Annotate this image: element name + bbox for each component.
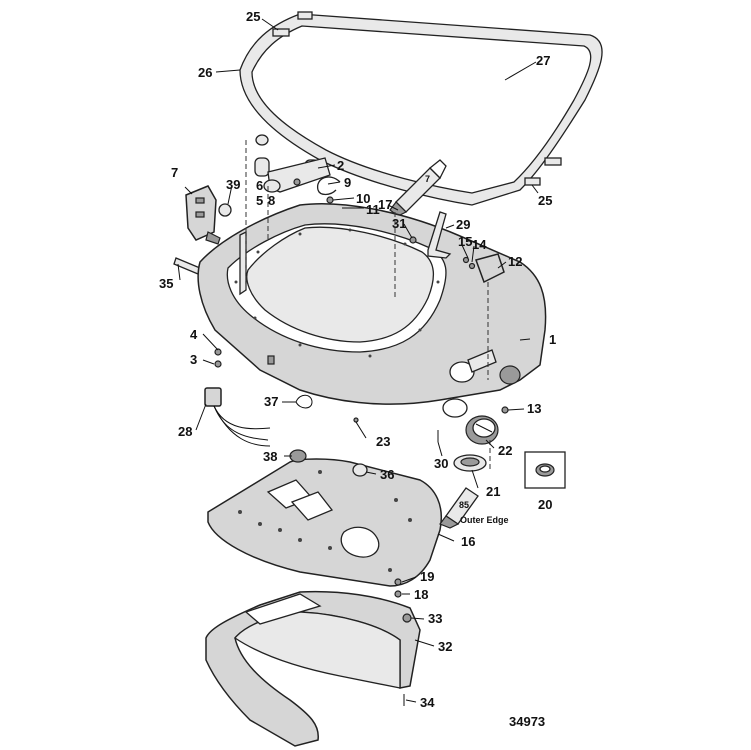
part-20-box [524,451,566,489]
tube-label-7: 7 [425,174,430,184]
front-cover [205,590,421,747]
grommet-22 [465,415,499,445]
tube-label-85: 85 [459,500,469,510]
label-21: 21 [486,484,500,499]
bottom-cowl [197,203,547,418]
latch-handle [185,185,221,245]
seal-tube [439,487,479,529]
label-39: 39 [226,177,240,192]
label-37: 37 [264,394,278,409]
component-plate [207,458,442,587]
label-32: 32 [438,639,452,654]
label-20: 20 [538,497,552,512]
clip-37 [295,394,313,409]
label-29: 29 [456,217,470,232]
label-35: 35 [159,276,173,291]
label-15: 15 [458,234,472,249]
label-31: 31 [392,216,406,231]
seal-piece-top-b [297,11,313,20]
seal-piece-right-b [524,177,541,186]
label-12: 12 [508,254,522,269]
label-25-right: 25 [538,193,552,208]
label-1: 1 [549,332,556,347]
label-10: 10 [356,191,370,206]
grommet-21 [453,454,487,472]
label-14: 14 [472,237,487,252]
outer-edge-note: Outer Edge [460,515,509,525]
grommet-36 [352,463,368,477]
label-4: 4 [190,327,198,342]
label-9: 9 [344,175,351,190]
label-25-top: 25 [246,9,260,24]
label-28: 28 [178,424,192,439]
label-27: 27 [536,53,550,68]
cowl-seal [239,13,603,206]
label-16: 16 [461,534,475,549]
label-33: 33 [428,611,442,626]
strap-29 [427,211,452,259]
label-30: 30 [434,456,448,471]
label-19: 19 [420,569,434,584]
grommet-38 [289,449,307,463]
seal-piece-right [544,157,562,166]
label-38: 38 [263,449,277,464]
figure-number: 34973 [509,714,545,729]
label-3: 3 [190,352,197,367]
label-7: 7 [171,165,178,180]
label-8: 8 [268,193,275,208]
bracket-12 [475,253,505,284]
label-11: 11 [366,202,380,217]
label-26: 26 [198,65,212,80]
label-13: 13 [527,401,541,416]
label-17: 17 [378,197,392,212]
label-6: 6 [256,178,263,193]
label-36: 36 [380,467,394,482]
switch-28 [204,387,271,447]
seal-piece-top [272,28,290,37]
label-18: 18 [414,587,428,602]
label-5: 5 [256,193,263,208]
label-22: 22 [498,443,512,458]
label-2: 2 [337,158,344,173]
label-23: 23 [376,434,390,449]
sealant-tube [389,159,447,217]
label-34: 34 [420,695,435,710]
